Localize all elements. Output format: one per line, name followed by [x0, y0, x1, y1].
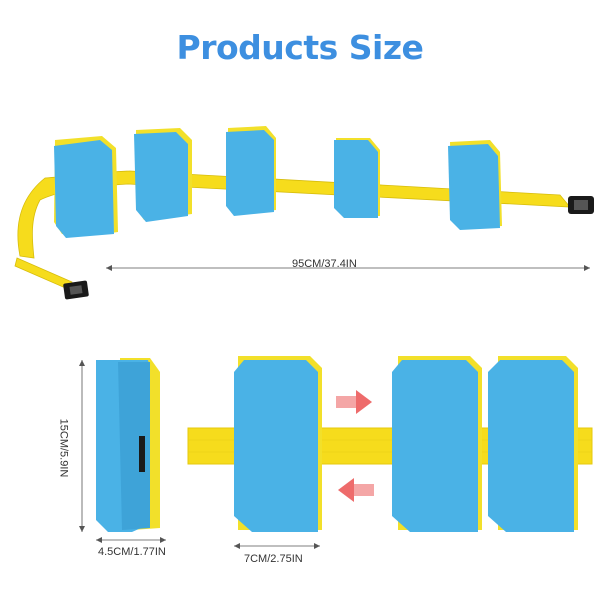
strap-slot-icon — [139, 436, 145, 472]
foam-block-front-2 — [392, 356, 482, 532]
dimension-width — [234, 543, 320, 549]
foam-block-front-1 — [234, 356, 322, 532]
foam-block-1 — [54, 136, 118, 238]
thickness-label: 4.5CM/1.77IN — [98, 546, 166, 558]
dimension-height — [79, 360, 85, 532]
buckle-right — [568, 196, 594, 214]
foam-block-4 — [334, 138, 380, 218]
swim-belt-full — [14, 126, 594, 300]
foam-block-3 — [226, 126, 276, 216]
arrow-right-icon — [336, 390, 372, 414]
foam-block-front-3 — [488, 356, 578, 532]
total-length-label: 95CM/37.4IN — [292, 258, 357, 270]
width-label: 7CM/2.75IN — [244, 553, 303, 565]
dimension-total-length — [106, 265, 590, 271]
height-label: 15CM/5.9IN — [57, 418, 70, 478]
arrow-left-icon — [338, 478, 374, 502]
page-title: Products Size — [176, 28, 424, 67]
foam-block-5 — [448, 140, 502, 230]
foam-block-side-view — [96, 358, 160, 532]
belt-strap — [17, 170, 571, 259]
buckle-left — [63, 280, 89, 300]
foam-block-2 — [134, 128, 192, 222]
dimension-thickness — [96, 537, 166, 543]
